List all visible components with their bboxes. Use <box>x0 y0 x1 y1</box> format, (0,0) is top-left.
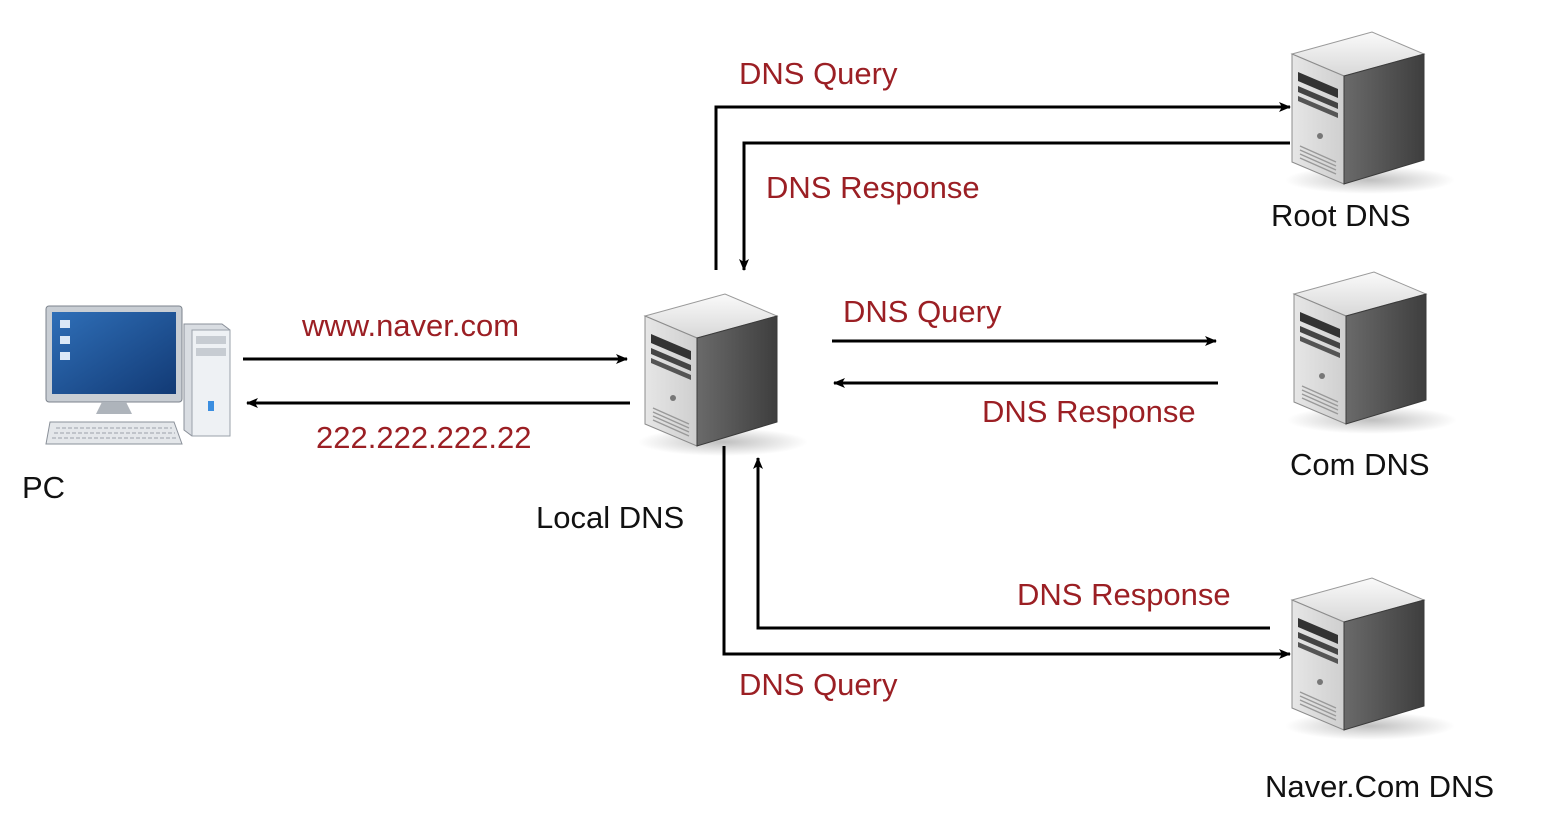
local-dns-label: Local DNS <box>536 500 684 535</box>
edge-local-to-pc: 222.222.222.22 <box>246 398 630 455</box>
root-dns-server-icon <box>1284 31 1456 195</box>
edge-label-local-to-root: DNS Query <box>739 56 898 91</box>
pc-node: PC <box>22 305 231 505</box>
edge-label-pc-to-local: www.naver.com <box>301 308 519 343</box>
arrow-local-to-naver <box>722 446 1291 659</box>
pc-label: PC <box>22 470 65 505</box>
naver-dns-server-icon <box>1284 577 1456 741</box>
root-dns-node: Root DNS <box>1271 31 1456 233</box>
com-dns-server-icon <box>1286 271 1458 435</box>
root-dns-label: Root DNS <box>1271 198 1411 233</box>
com-dns-label: Com DNS <box>1290 447 1430 482</box>
local-dns-node: Local DNS <box>536 293 809 535</box>
edge-local-to-root: DNS Query <box>714 56 1291 270</box>
edge-naver-to-local: DNS Response <box>753 457 1270 630</box>
naver-dns-node: Naver.Com DNS <box>1265 577 1494 804</box>
naver-dns-label: Naver.Com DNS <box>1265 769 1494 804</box>
arrow-local-to-root <box>714 102 1291 270</box>
arrow-naver-to-local <box>753 457 1270 630</box>
pc-computer-icon <box>45 305 231 445</box>
edge-local-to-com: DNS Query <box>832 294 1217 346</box>
local-dns-server-icon <box>637 293 809 457</box>
edge-label-local-to-naver: DNS Query <box>739 667 898 702</box>
edge-label-com-to-local: DNS Response <box>982 394 1196 429</box>
edge-label-local-to-com: DNS Query <box>843 294 1002 329</box>
edge-root-to-local: DNS Response <box>739 141 1290 271</box>
edge-label-local-to-pc: 222.222.222.22 <box>316 420 532 455</box>
edge-pc-to-local: www.naver.com <box>243 308 628 364</box>
arrow-root-to-local <box>739 141 1290 271</box>
com-dns-node: Com DNS <box>1286 271 1458 482</box>
edge-label-root-to-local: DNS Response <box>766 170 980 205</box>
edge-local-to-naver: DNS Query <box>722 446 1291 702</box>
edge-label-naver-to-local: DNS Response <box>1017 577 1231 612</box>
edge-com-to-local: DNS Response <box>833 378 1218 429</box>
